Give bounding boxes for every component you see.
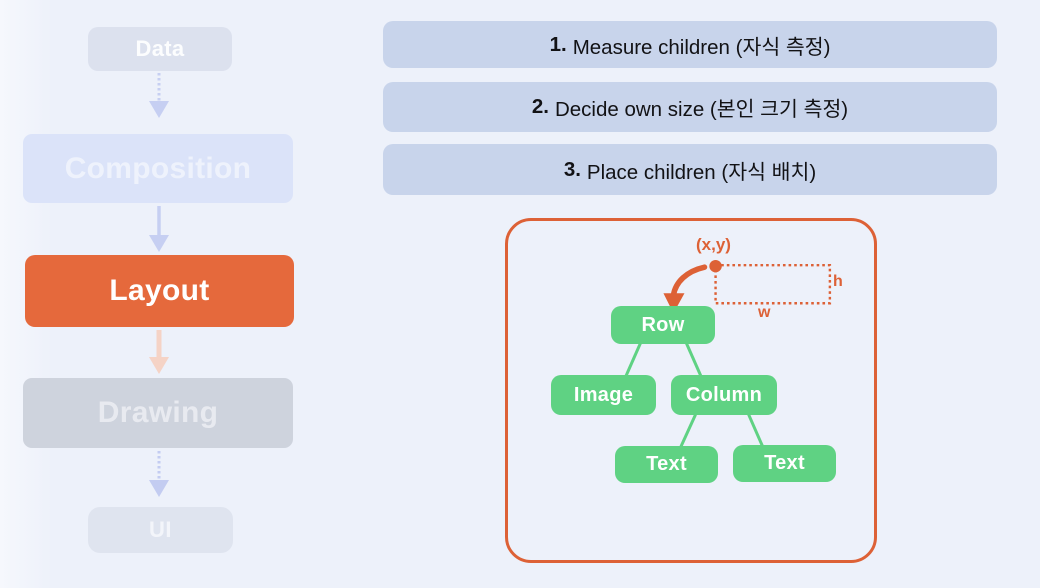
step-text: Place children (자식 배치): [586, 160, 817, 184]
layout-tree-diagram: (x,y) h w Row Image Column Text Text: [508, 221, 874, 560]
step-number: 3.: [563, 157, 581, 181]
tree-node-label: Text: [646, 453, 687, 475]
origin-point-dot: [709, 259, 722, 273]
edge-column-text1: [679, 413, 697, 449]
step-text: Measure children (자식 측정): [572, 35, 831, 59]
tree-diagram-graphics: [623, 259, 832, 449]
flow-stage-drawing: Drawing: [23, 378, 293, 448]
tree-node-label: Row: [641, 313, 685, 336]
height-label: h: [833, 273, 843, 290]
tree-node-label: Text: [764, 452, 805, 474]
down-arrow-icon: [149, 206, 169, 252]
step-banner-place: 3. Place children (자식 배치): [383, 144, 997, 195]
flow-stage-composition: Composition: [23, 134, 293, 203]
flow-stage-label: Composition: [64, 151, 252, 185]
tree-node-label: Image: [573, 383, 634, 406]
flow-stage-layout-active: Layout: [25, 255, 294, 327]
flow-stage-label: Drawing: [97, 396, 219, 429]
down-arrow-icon: [149, 73, 169, 118]
flow-stage-label: UI: [149, 517, 172, 542]
step-text: Decide own size (본인 크기 측정): [554, 98, 849, 121]
origin-coords-label: (x,y): [696, 235, 731, 254]
layout-tree-panel: (x,y) h w Row Image Column Text Text: [505, 218, 877, 563]
flow-stage-label: Data: [135, 36, 185, 61]
down-arrow-icon: [149, 330, 169, 374]
flow-stage-label: Layout: [109, 274, 210, 307]
tree-node-text-left: Text: [615, 446, 718, 483]
edge-row-column: [685, 342, 703, 379]
step-banner-decide-size: 2. Decide own size (본인 크기 측정): [383, 82, 997, 132]
placement-arrow-head-icon: [663, 293, 685, 314]
tree-node-label: Column: [685, 383, 763, 406]
edge-row-image: [623, 342, 642, 379]
edge-column-text2: [747, 413, 765, 448]
width-label: w: [758, 304, 771, 321]
flow-stage-ui: UI: [88, 507, 233, 553]
placement-arrow-curve: [670, 264, 708, 298]
tree-node-row: Row: [611, 306, 715, 344]
measured-bounds-dotted-rect: [714, 263, 832, 305]
tree-node-text-right: Text: [733, 445, 836, 482]
tree-node-column: Column: [671, 375, 777, 415]
flow-stage-data: Data: [88, 27, 232, 71]
step-banner-measure: 1. Measure children (자식 측정): [383, 21, 997, 68]
step-number: 1.: [549, 32, 567, 56]
down-arrow-icon: [149, 451, 169, 497]
tree-node-image: Image: [551, 375, 656, 415]
step-number: 2.: [531, 95, 549, 118]
